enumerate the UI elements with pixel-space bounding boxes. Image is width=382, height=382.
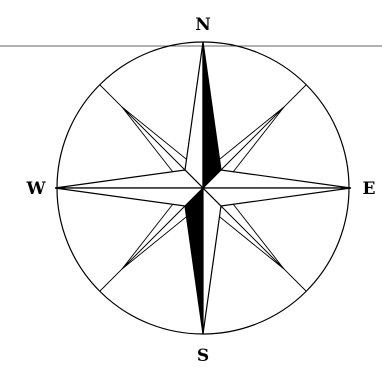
point-ne-right — [217, 107, 284, 181]
point-se-left — [210, 202, 284, 269]
point-west-bottom — [55, 188, 203, 206]
label-north: N — [195, 15, 211, 35]
point-south-left — [185, 188, 203, 334]
point-south-right — [203, 188, 221, 334]
point-west-top — [55, 170, 203, 188]
point-north-right — [203, 42, 221, 188]
point-north-left — [185, 42, 203, 188]
point-ne-left — [210, 107, 284, 174]
label-west: W — [25, 179, 46, 199]
point-se-right — [217, 195, 284, 269]
point-sw-right — [122, 202, 196, 269]
point-east-bottom — [203, 188, 351, 206]
point-east-top — [203, 170, 351, 188]
point-nw-right — [122, 107, 196, 174]
point-nw-left — [122, 107, 189, 181]
label-south: S — [197, 346, 209, 366]
point-sw-left — [122, 195, 189, 269]
label-east: E — [363, 179, 376, 199]
